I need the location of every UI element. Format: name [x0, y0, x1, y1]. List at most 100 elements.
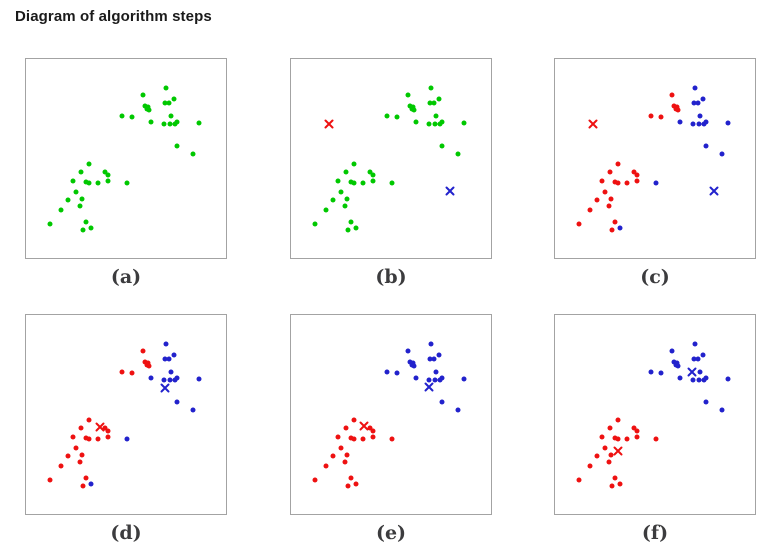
data-point-green	[343, 169, 349, 175]
data-point-blue	[148, 375, 154, 381]
data-point-blue	[671, 359, 677, 365]
data-point-red	[634, 434, 640, 440]
data-point-red	[653, 436, 659, 442]
data-point-green	[431, 100, 437, 106]
data-point-blue	[163, 341, 169, 347]
plot-area	[290, 58, 492, 259]
data-point-green	[367, 169, 373, 175]
data-point-red	[634, 428, 640, 434]
data-point-blue	[695, 100, 701, 106]
data-point-green	[140, 92, 146, 98]
panel-label: (b)	[375, 266, 407, 288]
data-point-red	[599, 178, 605, 184]
scatter-panel-a: (a)	[25, 58, 227, 288]
data-point-green	[65, 197, 71, 203]
data-point-red	[140, 348, 146, 354]
data-point-blue	[124, 436, 130, 442]
data-point-red	[65, 453, 71, 459]
data-point-green	[95, 180, 101, 186]
data-point-blue	[166, 356, 172, 362]
data-point-red	[47, 477, 53, 483]
data-point-green	[105, 178, 111, 184]
data-point-red	[634, 172, 640, 178]
data-point-blue	[692, 341, 698, 347]
data-point-green	[427, 100, 433, 106]
panel-label: (f)	[641, 522, 669, 544]
data-point-red	[83, 475, 89, 481]
data-point-red	[612, 475, 618, 481]
data-point-green	[370, 172, 376, 178]
data-point-green	[436, 96, 442, 102]
centroid-x-marker-blue	[708, 186, 719, 197]
data-point-red	[594, 453, 600, 459]
centroid-x-marker-red	[588, 118, 599, 129]
data-point-green	[167, 121, 173, 127]
data-point-green	[86, 161, 92, 167]
data-point-green	[83, 219, 89, 225]
data-point-green	[351, 180, 357, 186]
data-point-red	[370, 428, 376, 434]
plot-area	[25, 314, 227, 515]
data-point-green	[171, 96, 177, 102]
data-point-red	[105, 428, 111, 434]
plot-area	[290, 314, 492, 515]
data-point-blue	[617, 225, 623, 231]
data-point-red	[129, 370, 135, 376]
data-point-blue	[719, 407, 725, 413]
data-point-red	[367, 425, 373, 431]
data-point-red	[144, 362, 150, 368]
data-point-red	[353, 481, 359, 487]
panel-label: (d)	[110, 522, 142, 544]
data-point-green	[86, 180, 92, 186]
data-point-red	[335, 434, 341, 440]
data-point-blue	[700, 352, 706, 358]
centroid-x-marker-red	[612, 445, 623, 456]
plot-area	[25, 58, 227, 259]
data-point-green	[323, 207, 329, 213]
data-point-blue	[168, 369, 174, 375]
data-point-green	[413, 119, 419, 125]
data-point-blue	[648, 369, 654, 375]
data-point-red	[323, 463, 329, 469]
data-point-blue	[696, 377, 702, 383]
data-point-red	[602, 445, 608, 451]
data-point-blue	[700, 96, 706, 102]
data-point-green	[330, 197, 336, 203]
centroid-x-marker-red	[95, 421, 106, 432]
data-point-blue	[427, 356, 433, 362]
data-point-red	[370, 434, 376, 440]
data-point-green	[432, 121, 438, 127]
data-point-blue	[88, 481, 94, 487]
data-point-green	[344, 196, 350, 202]
data-point-blue	[174, 399, 180, 405]
data-point-green	[348, 219, 354, 225]
data-point-red	[673, 106, 679, 112]
data-point-red	[86, 417, 92, 423]
data-point-red	[95, 436, 101, 442]
data-point-blue	[725, 376, 731, 382]
data-point-red	[615, 161, 621, 167]
data-point-blue	[697, 113, 703, 119]
data-point-green	[80, 227, 86, 233]
data-point-red	[594, 197, 600, 203]
data-point-red	[142, 359, 148, 365]
data-point-blue	[690, 121, 696, 127]
data-point-green	[47, 221, 53, 227]
data-point-green	[119, 113, 125, 119]
centroid-x-marker-red	[324, 118, 335, 129]
data-point-blue	[677, 375, 683, 381]
data-point-red	[351, 436, 357, 442]
data-point-blue	[669, 348, 675, 354]
plot-area	[554, 314, 756, 515]
data-point-red	[330, 453, 336, 459]
data-point-green	[161, 121, 167, 127]
data-point-blue	[426, 377, 432, 383]
data-point-red	[671, 103, 677, 109]
scatter-panel-f: (f)	[554, 314, 756, 544]
data-point-blue	[673, 362, 679, 368]
data-point-green	[360, 180, 366, 186]
data-point-blue	[690, 377, 696, 383]
data-point-green	[163, 85, 169, 91]
data-point-blue	[433, 369, 439, 375]
data-point-red	[70, 434, 76, 440]
